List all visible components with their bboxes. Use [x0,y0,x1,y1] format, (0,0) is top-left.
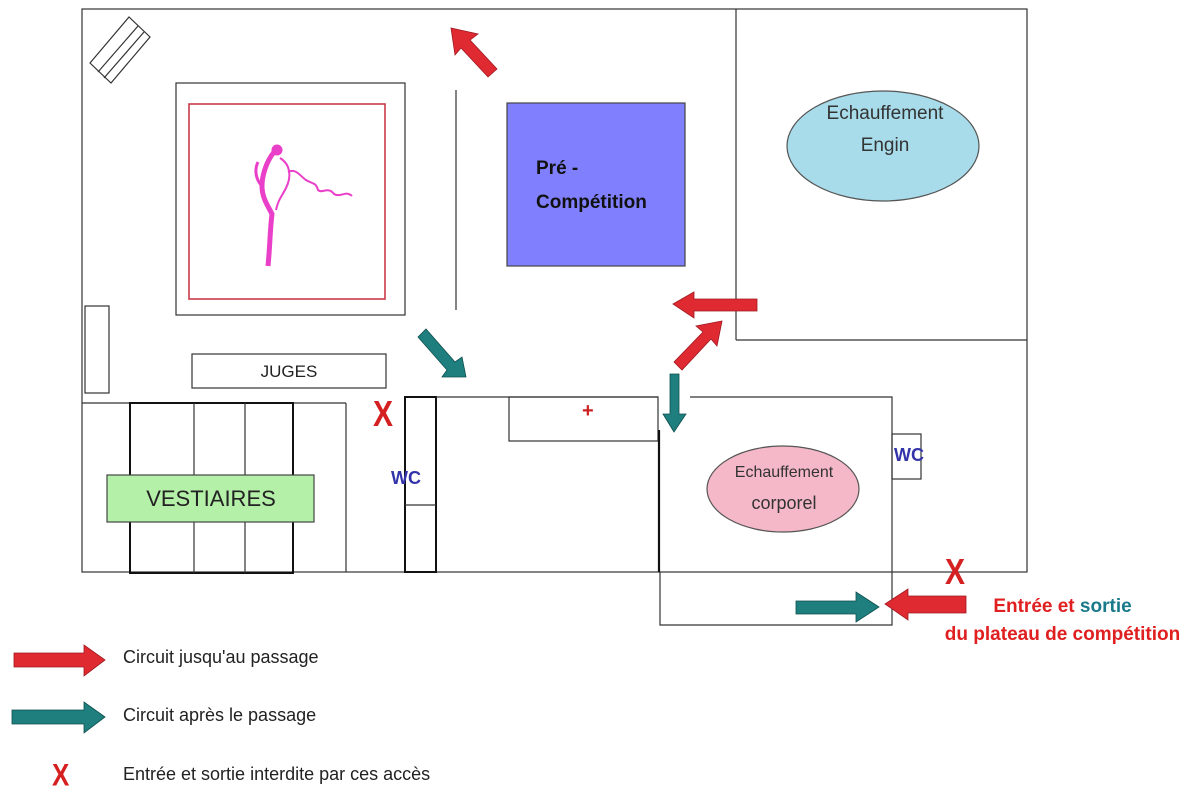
teal-arrow-diag [417,328,467,378]
engin-line2: Engin [860,135,910,156]
red-arrow-entry [884,588,967,621]
juges-label: JUGES [260,362,318,381]
precompetition-line2: Compétition [536,192,647,213]
engin-line1: Echauffement [826,103,944,124]
entry-exit-line2: du plateau de compétition [944,624,1181,645]
competition-floor [175,82,406,316]
forbidden-x-icon: X [373,394,394,435]
entry-exit-sortie: sortie [1079,596,1132,617]
red-arrow-diag [673,320,723,371]
hall-outline [81,8,1028,573]
echauffement-corporel-area [706,445,860,533]
stairs [89,16,151,84]
corporel-line2: corporel [751,493,817,513]
echauffement-engin-label: Echauffement Engin [790,98,980,162]
entry-exit-text: Entrée et [993,596,1075,617]
legend-item-x: Entrée et sortie interdite par ces accès [123,764,431,784]
forbidden-x-icon: X [945,552,966,593]
echauffement-corporel-label: Echauffement corporel [708,458,860,518]
wc-block [404,396,437,573]
red-arrow-left [672,291,758,319]
precompetition-label: Pré - Compétition [536,152,647,220]
competition-mat [188,103,386,300]
legend-red-arrow-icon [13,644,106,677]
precompetition-line1: Pré - [536,158,579,179]
bench [84,305,110,394]
legend-item-red: Circuit jusqu'au passage [123,647,319,667]
red-arrow-top [450,27,498,78]
corporel-room [659,396,893,626]
juges-table [191,353,387,389]
teal-arrow-down [662,373,687,433]
precompetition-area [506,102,686,267]
legend-item-teal: Circuit après le passage [123,705,317,725]
wc-small [891,433,922,480]
legend-teal-arrow-icon [11,701,106,734]
vestiaires-label-box [106,474,315,523]
echauffement-engin-area [786,90,980,202]
wc-label-right: WC [894,445,924,465]
teal-arrow-exit [795,591,880,623]
legend-x-icon: X [52,756,70,793]
corporel-line1: Echauffement [734,464,834,481]
first-aid-icon: + [582,400,594,422]
entry-exit-label: Entrée et sortie du plateau de compétiti… [940,593,1185,649]
first-aid-room [508,396,659,442]
gymnast-logo [254,144,353,267]
vestiaires-label: VESTIAIRES [146,486,276,511]
wc-label-left: WC [391,468,421,488]
